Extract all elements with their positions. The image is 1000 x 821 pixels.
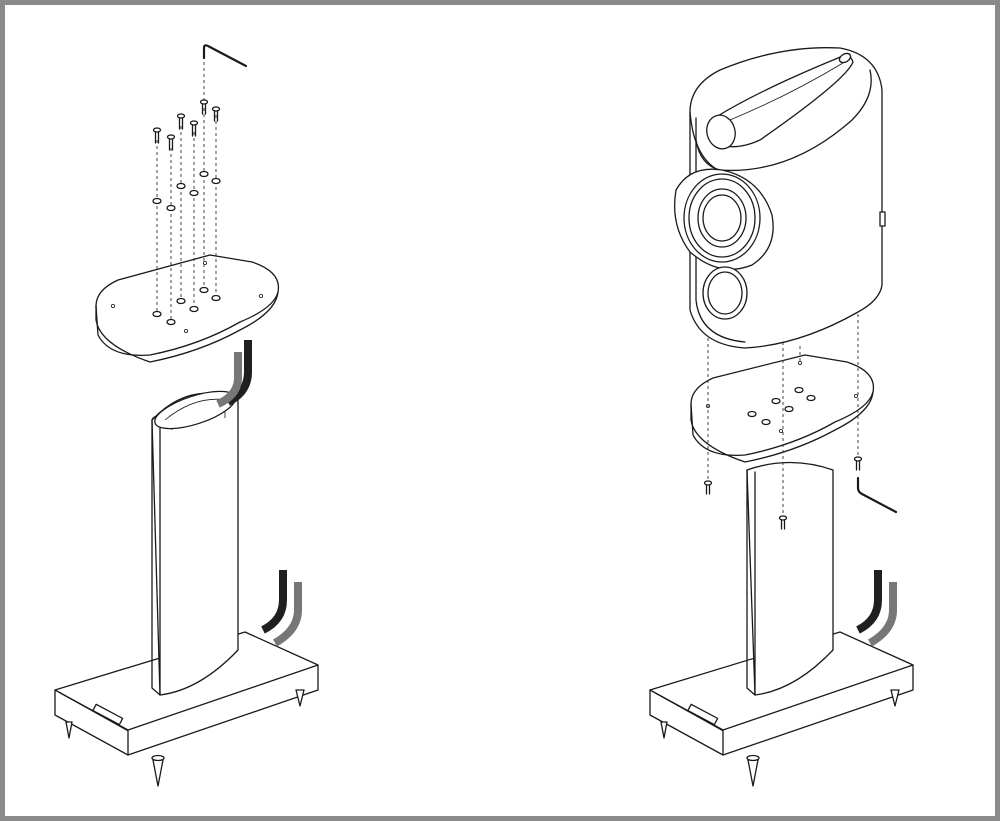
right-base-plinth (649, 631, 914, 756)
right-brand-plate (687, 703, 719, 726)
right-assembly-guides (707, 302, 859, 515)
right-screws (703, 456, 863, 530)
speaker-terminal (879, 211, 886, 227)
left-cables-base (261, 570, 302, 647)
loudspeaker (673, 47, 886, 349)
left-base-plinth (54, 631, 319, 756)
bass-port (702, 266, 748, 320)
left-cables-column (216, 340, 252, 408)
right-speaker-assembly (649, 47, 914, 787)
left-spikes (65, 689, 305, 787)
right-top-plate (690, 354, 875, 463)
left-bolts (152, 99, 221, 151)
tweeter-dome (706, 114, 736, 150)
left-top-plate (95, 254, 280, 363)
right-column (746, 461, 834, 696)
right-spikes (660, 689, 900, 787)
left-hex-key-icon (202, 44, 248, 68)
left-washers (152, 170, 221, 212)
right-cables-base (856, 570, 897, 647)
left-column (151, 390, 239, 696)
left-brand-plate (92, 703, 124, 726)
right-hex-key-icon (856, 476, 898, 514)
woofer-cone (702, 194, 742, 242)
tweeter-pod (715, 55, 854, 148)
left-stand-assembly (54, 44, 319, 787)
left-assembly-guides (156, 62, 217, 320)
